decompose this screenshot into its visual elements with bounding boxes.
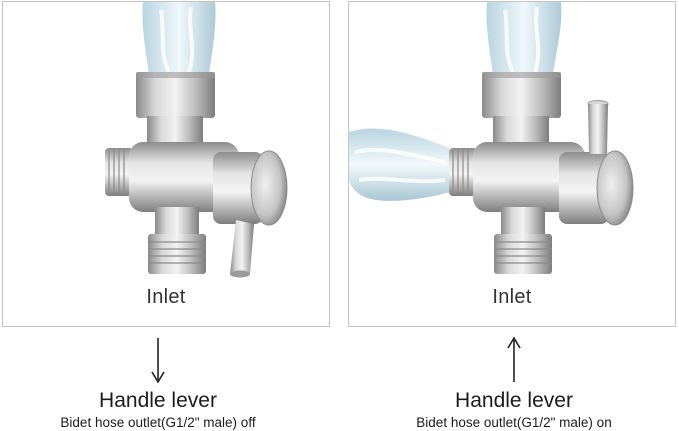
arrow-up-icon — [507, 336, 521, 382]
inlet-label: Inlet — [492, 286, 532, 308]
inlet-nut — [136, 72, 215, 118]
valve-body — [129, 142, 239, 212]
water-stream-top — [486, 2, 562, 74]
inlet-label: Inlet — [146, 286, 186, 308]
diverter-valve-illustration-on — [349, 2, 634, 274]
valve-body — [473, 142, 585, 212]
valve-cap — [250, 150, 288, 226]
arrow-down-icon — [151, 338, 165, 384]
handle-lever-title: Handle lever — [99, 389, 217, 412]
handle-lever-down — [230, 220, 254, 278]
bottom-thread — [148, 234, 206, 274]
outlet-status-text: Bidet hose outlet(G1/2" male) off — [60, 415, 256, 430]
handle-lever-up — [587, 100, 609, 154]
valve-panel-on: Inlet — [348, 1, 676, 327]
water-stream-top — [142, 2, 216, 74]
water-stream-side — [349, 128, 451, 201]
handle-lever-title: Handle lever — [455, 389, 573, 412]
caption-on: Handle lever Bidet hose outlet(G1/2" mal… — [352, 336, 676, 431]
caption-off: Handle lever Bidet hose outlet(G1/2" mal… — [0, 336, 316, 431]
outlet-status-text: Bidet hose outlet(G1/2" male) on — [416, 415, 612, 430]
diverter-valve-illustration-off — [105, 2, 288, 278]
valve-cap — [596, 150, 634, 226]
valve-panel-off: Inlet — [2, 1, 330, 327]
inlet-nut — [482, 72, 561, 118]
bottom-thread — [494, 234, 552, 274]
